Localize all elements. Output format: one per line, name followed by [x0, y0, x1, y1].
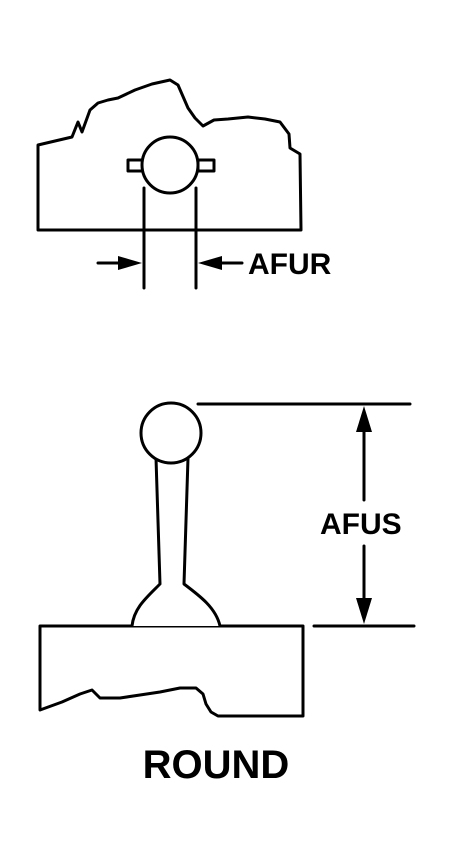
afus-label: AFUS — [320, 508, 402, 541]
top-view: AFUR — [36, 78, 332, 290]
afur-right-arrowhead — [198, 256, 222, 270]
afur-label: AFUR — [248, 248, 332, 281]
afur-left-arrowhead — [118, 256, 142, 270]
stem-outline — [130, 456, 222, 628]
side-view-base-outline — [38, 624, 305, 718]
caption-round: ROUND — [143, 743, 290, 787]
top-view-ball — [140, 135, 200, 195]
right-key-slot — [196, 158, 216, 173]
afus-lower-arrowhead — [356, 598, 372, 624]
side-view-ball — [139, 401, 203, 465]
side-view: AFUS — [38, 401, 416, 718]
top-view-base-outline — [36, 78, 303, 232]
afus-upper-arrowhead — [356, 406, 372, 432]
